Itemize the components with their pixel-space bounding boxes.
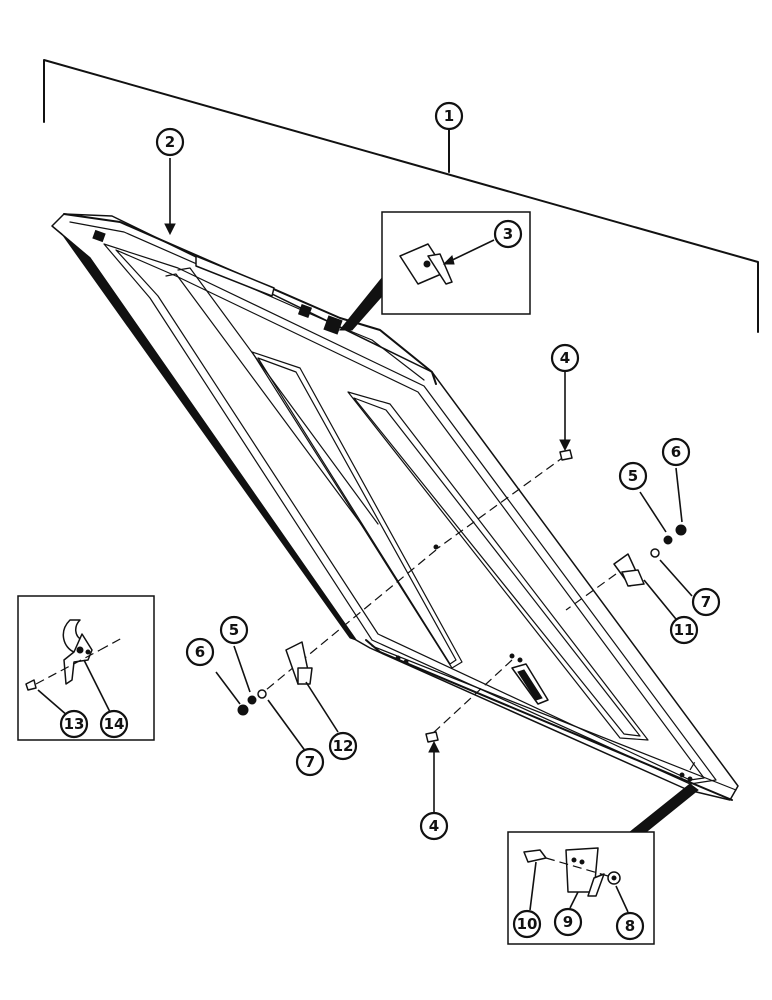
- callout-label: 6: [195, 643, 205, 661]
- callout-label: 3: [503, 225, 513, 243]
- callout-label: 13: [64, 715, 85, 733]
- callout-10: 10: [512, 909, 542, 939]
- callout-label: 5: [628, 467, 638, 485]
- callout-label: 9: [563, 913, 573, 931]
- callout-4-top: 4: [550, 343, 580, 373]
- callout-label: 10: [517, 915, 538, 933]
- callout-2: 2: [155, 127, 185, 157]
- callout-label: 12: [333, 737, 354, 755]
- callout-12: 12: [328, 731, 358, 761]
- callout-5-left: 5: [219, 615, 249, 645]
- callout-9: 9: [553, 907, 583, 937]
- callout-13: 13: [59, 709, 89, 739]
- callout-14: 14: [99, 709, 129, 739]
- callout-label: 5: [229, 621, 239, 639]
- callout-6-left: 6: [185, 637, 215, 667]
- callout-label: 11: [674, 621, 695, 639]
- assembly-bracket: [43, 59, 759, 333]
- lid-panel: [51, 213, 739, 801]
- callout-4-bottom: 4: [419, 811, 449, 841]
- callout-7-left: 7: [295, 747, 325, 777]
- hardware-left: [215, 641, 440, 812]
- callout-label: 6: [671, 443, 681, 461]
- inset-box-catch: [17, 595, 155, 741]
- callout-label: 2: [165, 133, 175, 151]
- callout-label: 4: [429, 817, 439, 835]
- callout-11: 11: [669, 615, 699, 645]
- leader-item-2: [164, 158, 176, 236]
- callout-label: 8: [625, 917, 635, 935]
- callout-label: 7: [305, 753, 315, 771]
- callout-5-right: 5: [618, 461, 648, 491]
- callout-3: 3: [493, 219, 523, 249]
- callout-label: 7: [701, 593, 711, 611]
- callout-7-right: 7: [691, 587, 721, 617]
- callout-8: 8: [615, 911, 645, 941]
- callout-label: 1: [444, 107, 454, 125]
- callout-1: 1: [434, 101, 464, 131]
- callout-label: 14: [104, 715, 125, 733]
- hardware-right: [559, 372, 693, 625]
- callout-6-right: 6: [661, 437, 691, 467]
- callout-label: 4: [560, 349, 570, 367]
